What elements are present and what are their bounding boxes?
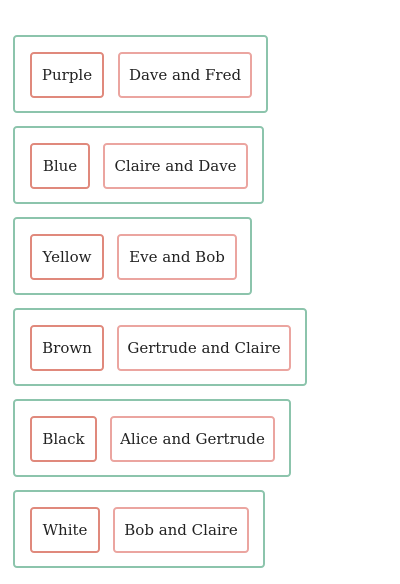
color-chip: White	[30, 507, 100, 553]
group-card: Yellow Eve and Bob	[13, 217, 252, 295]
color-chip: Yellow	[30, 234, 104, 280]
pair-chip: Bob and Claire	[113, 507, 249, 553]
color-chip: Brown	[30, 325, 104, 371]
color-chip: Blue	[30, 143, 90, 189]
pair-label: Claire and Dave	[114, 157, 237, 175]
group-card: Blue Claire and Dave	[13, 126, 264, 204]
pair-label: Dave and Fred	[128, 66, 242, 84]
color-chip: Purple	[30, 52, 104, 98]
group-card: Brown Gertrude and Claire	[13, 308, 307, 386]
color-label: Black	[42, 430, 85, 448]
group-card: Black Alice and Gertrude	[13, 399, 291, 477]
pair-chip: Gertrude and Claire	[117, 325, 291, 371]
group-card: Purple Dave and Fred	[13, 35, 268, 113]
pair-label: Alice and Gertrude	[120, 430, 265, 448]
pair-chip: Alice and Gertrude	[110, 416, 275, 462]
color-label: Brown	[42, 339, 92, 357]
pair-label: Eve and Bob	[129, 248, 225, 266]
group-card: White Bob and Claire	[13, 490, 265, 568]
pair-label: Gertrude and Claire	[127, 339, 281, 357]
pair-chip: Dave and Fred	[118, 52, 252, 98]
color-label: Purple	[41, 66, 93, 84]
color-label: White	[42, 521, 88, 539]
color-chip: Black	[30, 416, 97, 462]
pair-label: Bob and Claire	[124, 521, 238, 539]
color-label: Yellow	[42, 248, 92, 266]
pair-chip: Eve and Bob	[117, 234, 237, 280]
color-label: Blue	[42, 157, 78, 175]
pair-chip: Claire and Dave	[103, 143, 248, 189]
